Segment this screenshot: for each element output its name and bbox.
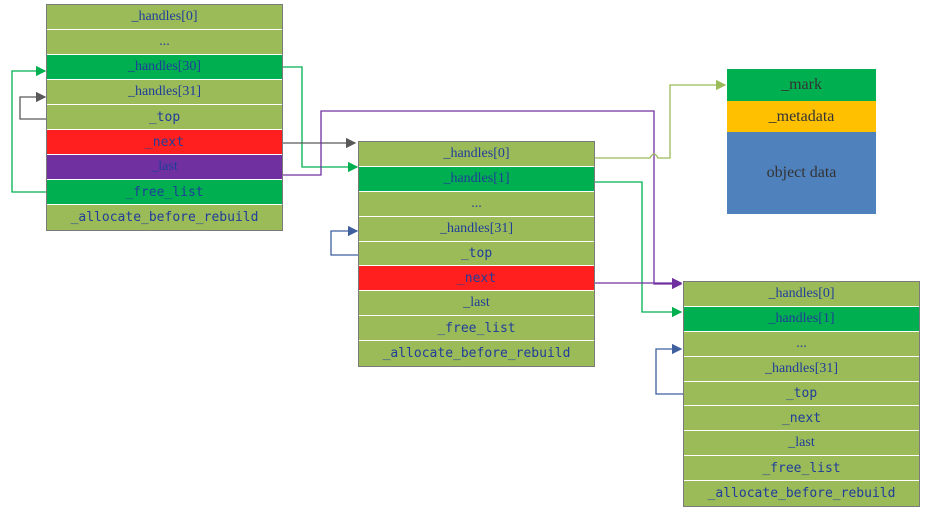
block-3-field-8: _allocate_before_rebuild [684, 481, 919, 506]
block-3-field-7: _free_list [684, 456, 919, 481]
block-2-field-8: _allocate_before_rebuild [359, 341, 594, 366]
block-3-field-4: _top [684, 381, 919, 407]
block-2-field-7: _free_list [359, 316, 594, 341]
metadata-field: _metadata [727, 101, 876, 132]
block-1-field-1: ... [47, 30, 282, 55]
block-1-field-2: _handles[30] [47, 55, 282, 80]
block-1-field-7: _free_list [47, 180, 282, 205]
free-list-arrow-1 [11, 65, 47, 193]
object-box: _mark _metadata object data [727, 69, 876, 214]
handle-block-2: _handles[0]_handles[1]..._handles[31]_to… [358, 141, 595, 367]
block-3-field-6: _last [684, 431, 919, 457]
top-arrow-3 [655, 343, 683, 395]
last-arrow-1 [283, 110, 683, 290]
block-1-field-8: _allocate_before_rebuild [47, 205, 282, 230]
top-arrow-2 [330, 225, 359, 256]
block-3-field-0: _handles[0] [684, 282, 919, 307]
block-2-field-4: _top [359, 241, 594, 267]
block-1-field-5: _next [47, 130, 282, 155]
block-3-field-1: _handles[1] [684, 306, 919, 332]
top-arrow-1 [19, 91, 47, 120]
block-1-field-0: _handles[0] [47, 5, 282, 30]
object-data-field: object data [727, 132, 876, 214]
handle-arrow-2 [595, 181, 683, 318]
handle-arrow-1 [283, 66, 359, 173]
block-2-field-0: _handles[0] [359, 142, 594, 167]
block-1-field-3: _handles[31] [47, 80, 282, 105]
block-1-field-4: _top [47, 105, 282, 130]
handle-block-1: _handles[0]..._handles[30]_handles[31]_t… [46, 4, 283, 231]
block-3-field-2: ... [684, 331, 919, 357]
mark-field: _mark [727, 69, 876, 101]
object-ref-arrow [595, 79, 727, 159]
block-2-field-6: _last [359, 291, 594, 317]
block-1-field-6: _last [47, 155, 282, 180]
block-3-field-3: _handles[31] [684, 356, 919, 382]
block-2-field-2: ... [359, 191, 594, 217]
block-2-field-1: _handles[1] [359, 166, 594, 192]
handle-block-3: _handles[0]_handles[1]..._handles[31]_to… [683, 281, 920, 507]
block-2-field-5: _next [359, 266, 594, 292]
block-3-field-5: _next [684, 406, 919, 432]
block-2-field-3: _handles[31] [359, 216, 594, 242]
